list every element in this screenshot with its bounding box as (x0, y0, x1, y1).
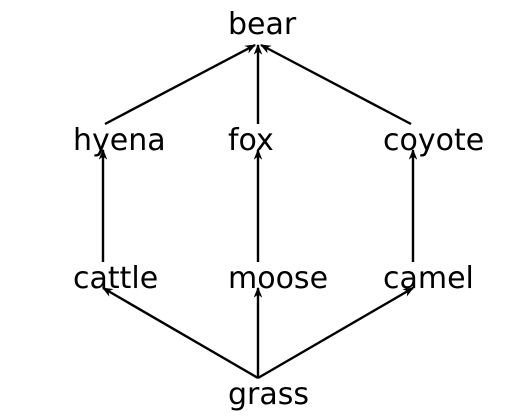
edge-hyena-to-bear (104, 43, 256, 126)
edge-grass-to-camel (257, 286, 414, 380)
node-bear: bear (228, 7, 297, 42)
nodes: bear hyena fox coyote cattle moose camel… (73, 7, 484, 412)
node-camel: camel (383, 261, 474, 296)
edges (98, 43, 418, 380)
edge-grass-to-cattle (102, 286, 259, 380)
node-fox: fox (228, 123, 274, 158)
edge-coyote-to-bear (260, 43, 412, 126)
node-hyena: hyena (73, 123, 166, 158)
node-grass: grass (228, 377, 309, 412)
node-coyote: coyote (383, 123, 484, 158)
node-cattle: cattle (73, 261, 158, 296)
node-moose: moose (228, 261, 328, 296)
